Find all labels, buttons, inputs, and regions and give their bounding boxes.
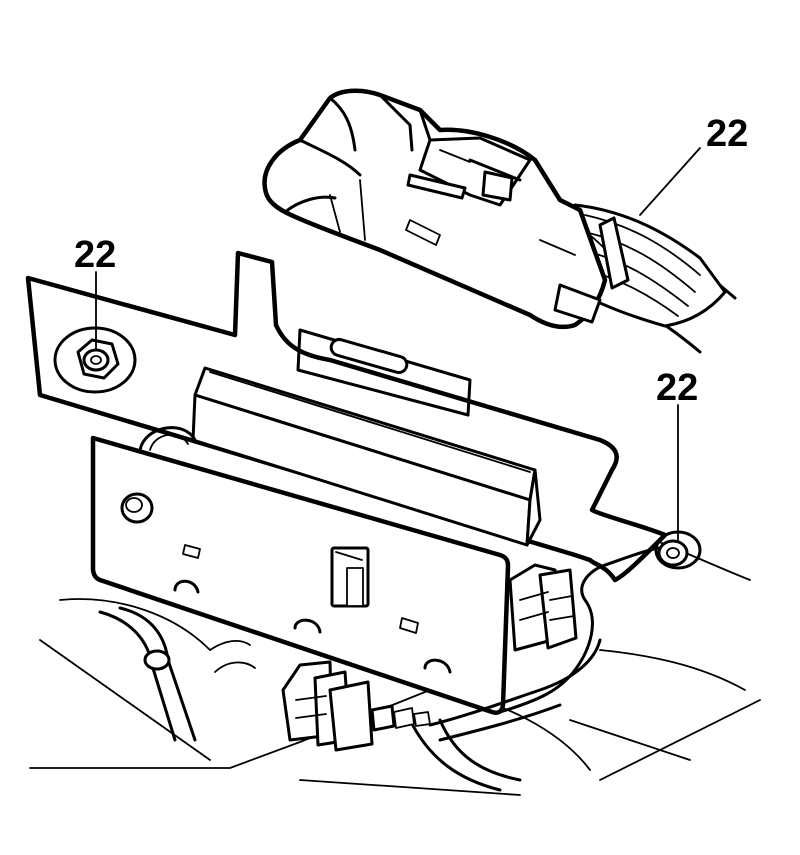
lower-tubes xyxy=(98,606,522,792)
callout-leaders xyxy=(95,147,701,541)
side-connectors xyxy=(508,563,578,652)
lower-connectors xyxy=(281,660,431,752)
callout-labels: 22 22 22 xyxy=(74,113,748,409)
left-mounting-nut xyxy=(53,326,137,394)
callout-label-harness: 22 xyxy=(706,113,748,155)
callout-label-right-nut: 22 xyxy=(656,367,698,409)
harness-connector xyxy=(262,88,737,354)
control-unit-housing xyxy=(138,366,542,547)
right-mounting-nut xyxy=(654,530,702,570)
ground-wire xyxy=(428,546,660,742)
callout-label-left-nut: 22 xyxy=(74,234,116,276)
